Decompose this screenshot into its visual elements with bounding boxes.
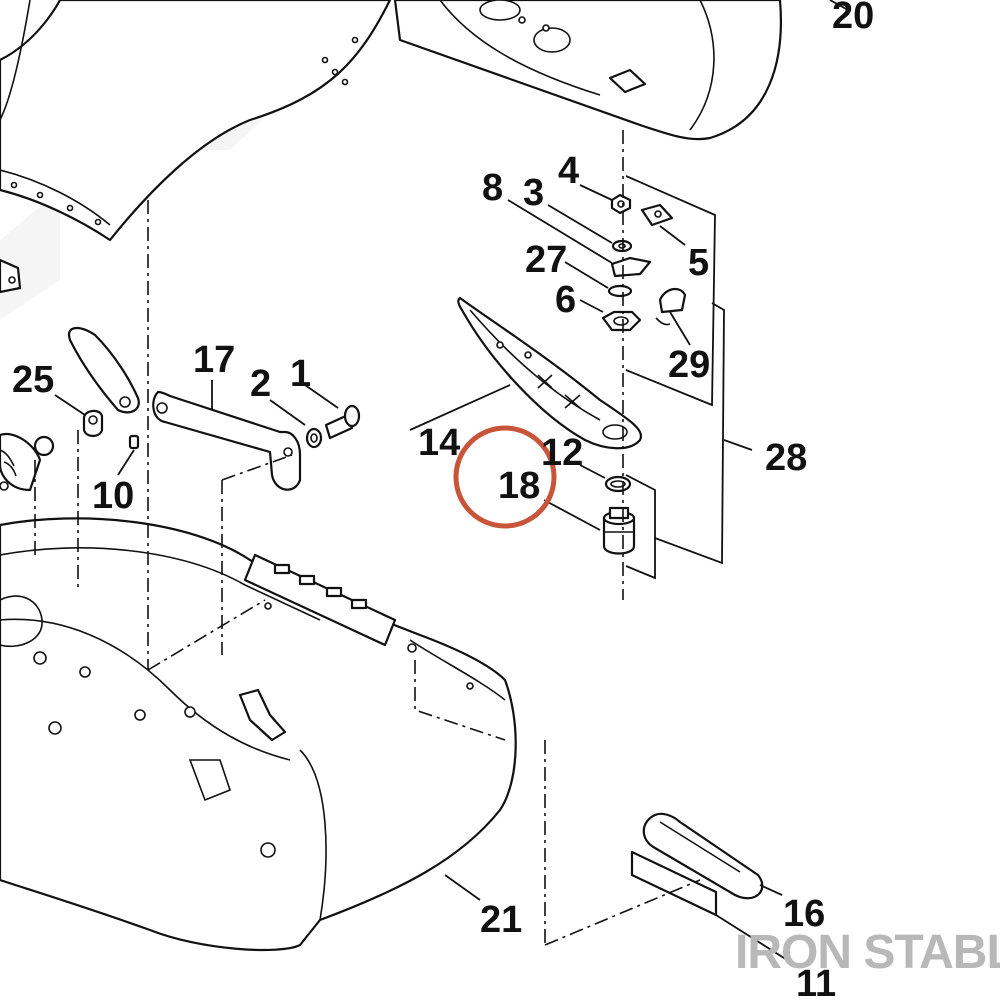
part-3-washer xyxy=(611,239,633,253)
callout-6: 6 xyxy=(555,279,576,321)
rivet-holes xyxy=(10,36,359,226)
callout-12: 12 xyxy=(541,432,583,474)
callout-20: 20 xyxy=(832,0,874,37)
watermark-text: IRON STABLE xyxy=(735,926,1000,979)
part-16-reflector xyxy=(642,812,764,900)
part-6-hex-nut xyxy=(601,310,642,332)
callout-labels: 20 4 8 3 5 27 6 29 14 12 18 28 17 2 1 25… xyxy=(12,0,874,1000)
leader-lines xyxy=(54,0,849,966)
assembly-centerlines xyxy=(34,130,701,946)
callout-10: 10 xyxy=(92,475,134,517)
callout-5: 5 xyxy=(688,242,709,284)
part-10-set-screw xyxy=(128,434,140,450)
part-17-mounting-bracket xyxy=(152,390,302,491)
callout-8: 8 xyxy=(482,167,503,209)
callout-21: 21 xyxy=(480,899,522,941)
callout-28: 28 xyxy=(765,437,807,479)
callout-11: 11 xyxy=(796,963,836,1000)
callout-25: 25 xyxy=(12,359,54,401)
part-25-hinge-arm xyxy=(67,327,140,438)
part-1-screw xyxy=(324,404,361,440)
part-27-spacer xyxy=(607,284,633,298)
highlight-ring-18 xyxy=(453,425,557,529)
left-spring-assembly xyxy=(0,432,55,492)
callout-3: 3 xyxy=(523,172,544,214)
left-tab xyxy=(0,258,22,294)
part-8-cam xyxy=(610,256,652,278)
callout-16: 16 xyxy=(783,893,825,935)
part-4-nut xyxy=(610,193,632,215)
callout-17: 17 xyxy=(193,339,235,381)
part-2-washer xyxy=(305,427,323,449)
part-20-lid xyxy=(393,0,782,141)
part-12-o-ring xyxy=(604,475,632,493)
callout-27: 27 xyxy=(525,239,567,281)
case-clips xyxy=(273,563,368,610)
part-14-latch-handle xyxy=(457,296,643,450)
callout-2: 2 xyxy=(250,363,271,405)
callout-18: 18 xyxy=(498,465,540,507)
case-holes xyxy=(33,602,474,858)
part-29-wire-clip xyxy=(655,287,687,326)
part-21-case-body xyxy=(0,517,517,952)
fender-panel xyxy=(0,0,392,242)
callout-29: 29 xyxy=(668,344,710,386)
callout-14: 14 xyxy=(418,422,460,464)
subassembly-frames xyxy=(625,175,725,580)
part-5-clip xyxy=(640,203,674,227)
callout-1: 1 xyxy=(290,353,311,395)
callout-4: 4 xyxy=(558,150,579,192)
part-18-lock-cylinder xyxy=(602,506,636,555)
